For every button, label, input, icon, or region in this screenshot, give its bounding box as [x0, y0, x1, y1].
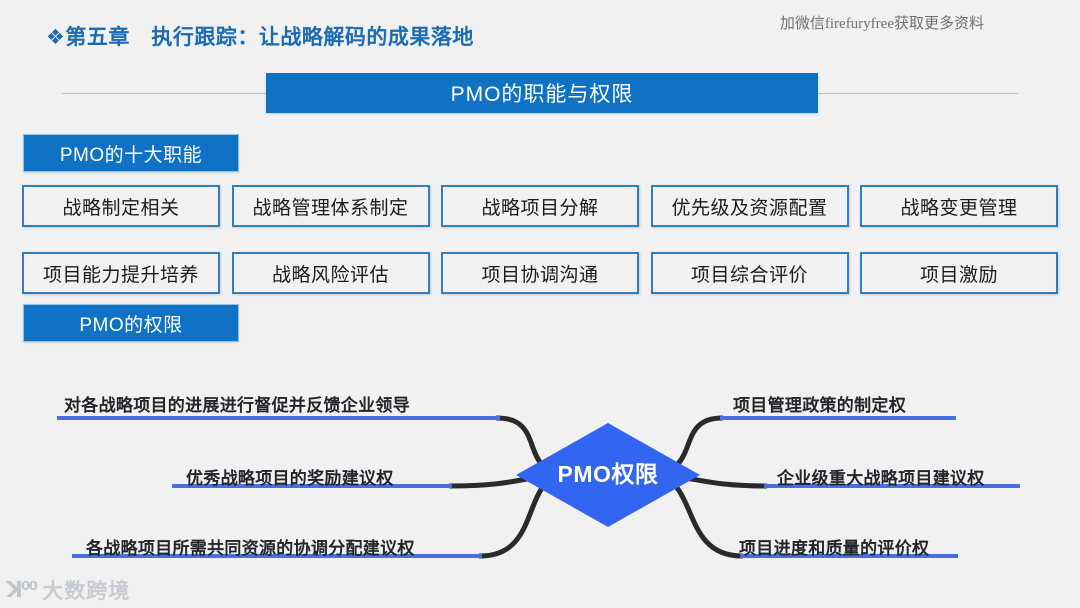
function-box-label: 优先级及资源配置: [671, 197, 828, 219]
footer-watermark-logo: ꓘ⁰⁰ 大数跨境: [6, 575, 130, 605]
function-box-label: 项目综合评价: [690, 264, 808, 286]
function-box[interactable]: 项目综合评价: [650, 252, 849, 294]
function-box-label: 战略管理体系制定: [252, 197, 409, 219]
function-box-label: 项目协调沟通: [481, 264, 599, 286]
function-box-row-2: 项目能力提升培养 战略风险评估 项目协调沟通 项目综合评价 项目激励: [22, 252, 1058, 294]
mindmap-right-item-2: 企业级重大战略项目建议权: [777, 469, 985, 488]
function-box[interactable]: 战略项目分解: [441, 185, 639, 227]
mindmap-right-item-1: 项目管理政策的制定权: [733, 396, 906, 415]
footer-logo-text: 大数跨境: [42, 580, 131, 603]
function-box[interactable]: 项目协调沟通: [441, 252, 639, 294]
mindmap-left-item-3: 各战略项目所需共同资源的协调分配建议权: [86, 539, 415, 558]
title-rule-left: [62, 93, 272, 94]
chapter-title: ❖第五章 执行跟踪：让战略解码的成果落地: [46, 26, 474, 49]
slide-title-text: PMO的职能与权限: [450, 83, 634, 106]
function-box[interactable]: 战略制定相关: [22, 185, 220, 227]
function-box[interactable]: 战略风险评估: [231, 252, 430, 294]
title-rule-right: [808, 93, 1018, 94]
function-box[interactable]: 项目激励: [860, 252, 1058, 294]
function-box[interactable]: 战略管理体系制定: [231, 185, 430, 227]
mindmap-svg: [57, 415, 1020, 559]
function-box[interactable]: 战略变更管理: [860, 185, 1058, 227]
function-box-label: 项目能力提升培养: [42, 264, 199, 286]
mindmap-right-item-3: 项目进度和质量的评价权: [739, 539, 930, 558]
slide-title-banner: PMO的职能与权限: [266, 73, 818, 113]
function-box-label: 战略项目分解: [481, 197, 599, 219]
function-box-label: 项目激励: [919, 264, 998, 286]
section-tag-functions-label: PMO的十大职能: [59, 144, 203, 166]
section-tag-authority: PMO的权限: [23, 304, 239, 342]
section-tag-authority-label: PMO的权限: [79, 314, 183, 336]
pmo-authority-mindmap: [0, 368, 1080, 583]
function-box[interactable]: 优先级及资源配置: [650, 185, 849, 227]
mindmap-left-item-2: 优秀战略项目的奖励建议权: [186, 469, 394, 488]
function-box-label: 战略制定相关: [62, 197, 180, 219]
brand-logo-icon: ꓘ⁰⁰: [6, 577, 38, 602]
function-box[interactable]: 项目能力提升培养: [22, 252, 220, 294]
function-box-row-1: 战略制定相关 战略管理体系制定 战略项目分解 优先级及资源配置 战略变更管理: [22, 185, 1058, 227]
function-box-label: 战略变更管理: [900, 197, 1018, 219]
center-diamond-shape: [516, 423, 700, 527]
function-box-label: 战略风险评估: [271, 264, 389, 286]
section-tag-functions: PMO的十大职能: [23, 134, 239, 172]
watermark-top-right: 加微信firefuryfree获取更多资料: [779, 16, 984, 32]
chapter-header: ❖第五章 执行跟踪：让战略解码的成果落地: [46, 21, 474, 51]
mindmap-left-item-1: 对各战略项目的进展进行督促并反馈企业领导: [64, 396, 410, 415]
